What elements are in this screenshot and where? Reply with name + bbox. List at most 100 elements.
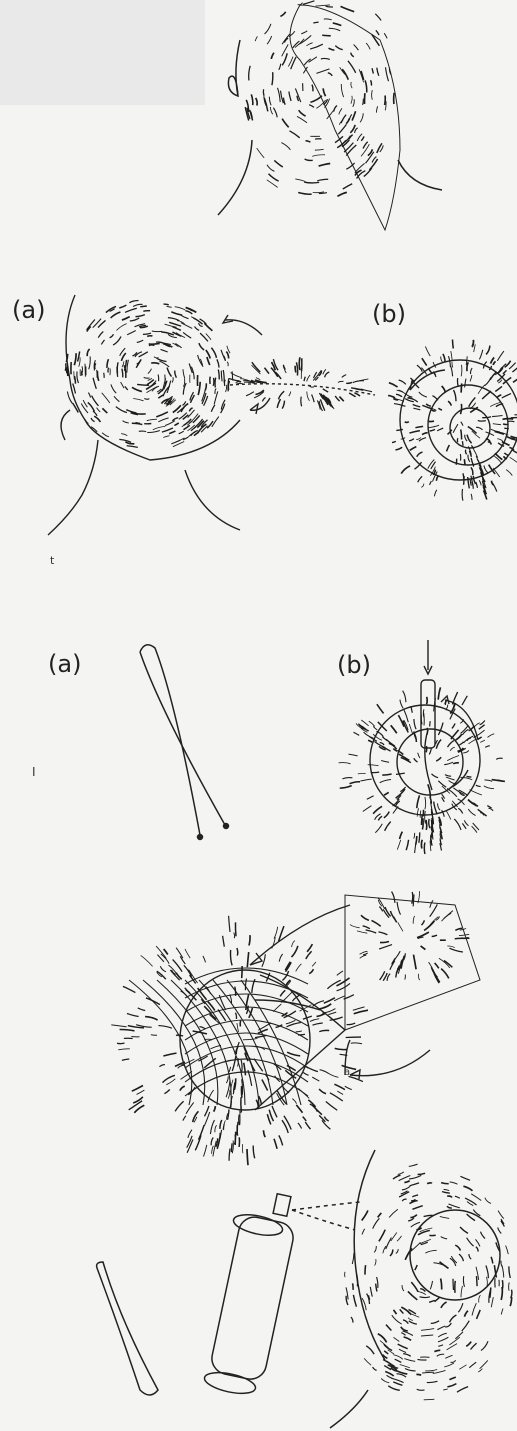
hair-stroke — [329, 28, 340, 31]
hair-stroke — [433, 969, 440, 982]
hair-stroke — [411, 1222, 420, 1227]
hair-stroke — [362, 1210, 368, 1220]
hair-stroke — [412, 1206, 422, 1210]
hair-stroke — [328, 1073, 339, 1077]
hair-stroke — [463, 750, 469, 753]
hair-stroke — [160, 966, 166, 972]
hair-stroke — [229, 1067, 231, 1072]
hair-stroke — [448, 401, 451, 406]
hair-stroke — [513, 450, 517, 454]
hair-stroke — [372, 90, 373, 100]
hair-stroke — [326, 6, 333, 7]
hair-stroke — [451, 366, 453, 377]
hair-stroke — [272, 1106, 277, 1117]
hair-stroke — [315, 149, 324, 150]
hair-stroke — [107, 359, 109, 368]
hair-stroke — [158, 395, 163, 398]
hair-stroke — [309, 969, 313, 973]
hair-stroke — [286, 1020, 296, 1024]
hair-stroke — [247, 952, 248, 967]
hair-stroke — [363, 806, 372, 812]
hair-stroke — [388, 1386, 400, 1391]
hair-stroke — [244, 1063, 246, 1076]
hair-stroke — [151, 363, 159, 364]
hair-stroke — [289, 392, 291, 397]
hair-stroke — [399, 1176, 411, 1181]
hair-stroke — [455, 938, 470, 939]
hair-stroke — [406, 394, 412, 397]
hair-stroke — [258, 1023, 271, 1030]
hair-stroke — [354, 393, 360, 396]
hair-stroke — [385, 1372, 394, 1377]
hair-stroke — [465, 1311, 468, 1317]
hair-stroke — [245, 979, 246, 991]
hair-stroke — [246, 392, 254, 396]
hair-stroke — [134, 1105, 144, 1113]
hair-stroke — [377, 68, 379, 76]
hair-stroke — [468, 427, 477, 434]
hair-stroke — [342, 69, 348, 80]
hair-stroke — [338, 124, 346, 134]
hair-stroke — [102, 408, 107, 413]
hair-stroke — [317, 179, 328, 181]
hair-stroke — [226, 385, 227, 392]
hair-stroke — [147, 419, 157, 420]
hair-stroke — [301, 31, 307, 34]
hair-stroke — [462, 696, 467, 705]
hair-stroke — [462, 441, 463, 446]
hair-stroke — [379, 932, 388, 935]
hair-stroke — [503, 419, 514, 420]
hair-stroke — [498, 1227, 501, 1233]
hair-stroke — [156, 946, 166, 958]
hair-stroke — [384, 812, 389, 818]
hair-stroke — [469, 451, 471, 457]
hair-stroke — [418, 1359, 427, 1360]
hair-stroke — [501, 1287, 502, 1300]
hair-stroke — [393, 806, 398, 813]
hair-stroke — [295, 366, 296, 373]
hair-stroke — [427, 728, 428, 735]
hair-stroke — [491, 1297, 493, 1307]
hair-stroke — [467, 1214, 475, 1221]
hair-stroke — [456, 734, 462, 740]
hair-stroke — [461, 383, 462, 392]
hair-stroke — [444, 1189, 450, 1190]
hair-stroke — [497, 439, 503, 442]
hair-stroke — [448, 741, 454, 748]
hair-stroke — [468, 809, 475, 816]
hair-stroke — [267, 180, 278, 188]
hair-stroke — [418, 1230, 430, 1234]
hair-stroke — [472, 1303, 476, 1315]
hair-stroke — [411, 1282, 418, 1292]
hair-stroke — [393, 1175, 401, 1179]
hair-stroke — [265, 24, 271, 34]
hair-stroke — [378, 1213, 382, 1217]
hair-stroke — [149, 344, 160, 345]
hair-stroke — [389, 383, 398, 387]
ponytail-head-drawing — [218, 0, 442, 230]
hair-stroke — [281, 143, 290, 150]
panel-2-label-a: (a) — [12, 296, 45, 324]
hair-stroke — [296, 362, 297, 375]
hair-stroke — [414, 955, 417, 970]
hair-stroke — [435, 963, 439, 968]
hair-stroke — [185, 949, 190, 958]
hair-stroke — [386, 739, 395, 746]
hair-stroke — [164, 1090, 169, 1094]
hair-stroke — [270, 107, 272, 114]
hair-stroke — [310, 44, 323, 49]
hair-stroke — [432, 396, 438, 401]
hair-stroke — [132, 387, 142, 391]
hair-stroke — [461, 422, 463, 426]
hair-stroke — [173, 332, 182, 336]
hair-stroke — [224, 380, 225, 386]
hair-stroke — [284, 38, 288, 43]
pinned-coil-hair-strokes — [339, 687, 505, 854]
hair-stroke — [364, 1358, 371, 1365]
hair-stroke — [432, 774, 439, 778]
hair-stroke — [183, 383, 186, 395]
hair-stroke — [358, 773, 366, 774]
hair-stroke — [267, 165, 274, 172]
hair-stroke — [296, 1105, 302, 1113]
hair-stroke — [452, 724, 455, 729]
